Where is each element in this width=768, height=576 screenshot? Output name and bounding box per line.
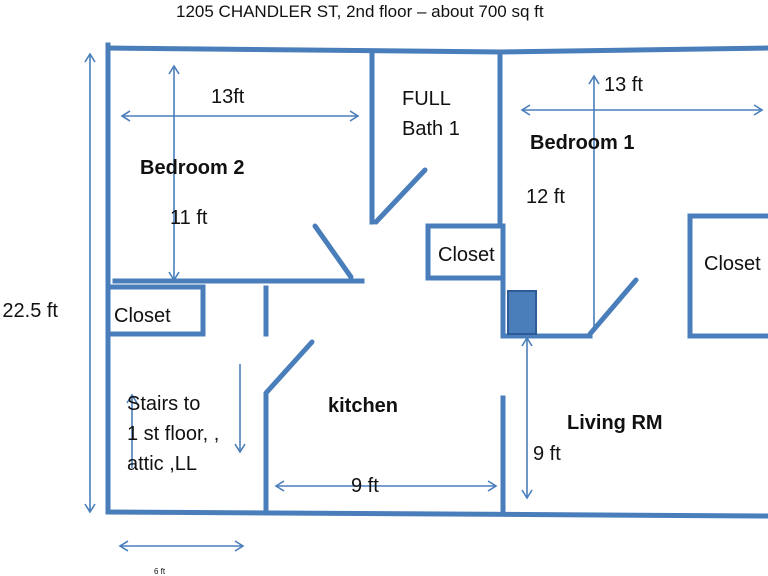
label-stairs-line1: Stairs to	[127, 393, 201, 415]
dim-living-depth: 9 ft	[533, 443, 561, 465]
label-living-room: Living RM	[567, 412, 663, 434]
door-bedroom2	[312, 223, 354, 280]
dim-overall-depth: 22.5 ft	[2, 300, 58, 322]
label-closet-right: Closet	[704, 253, 761, 275]
label-bedroom-1: Bedroom 1	[530, 132, 635, 154]
doors	[263, 167, 639, 396]
dim-bedroom2-depth: 11 ft	[170, 207, 208, 229]
dim-kitchen-width: 9 ft	[351, 475, 379, 497]
label-stairs-line3: attic ,LL	[127, 453, 198, 475]
dim-bedroom2-width: 13ft	[211, 86, 245, 108]
label-kitchen: kitchen	[328, 395, 399, 417]
wall-top-right	[497, 45, 768, 55]
label-stairs-line2: 1 st floor, ,	[127, 423, 220, 445]
label-closet-center: Closet	[438, 244, 495, 266]
dimension-arrows	[84, 52, 764, 552]
door-bedroom1	[587, 277, 639, 337]
label-bath-line2: Bath 1	[402, 118, 460, 140]
wall-top-left	[105, 45, 503, 55]
dim-bedroom1-width: 13 ft	[604, 74, 643, 96]
label-bedroom-2: Bedroom 2	[140, 157, 245, 179]
plan-title: 1205 CHANDLER ST, 2nd floor – about 700 …	[176, 2, 544, 21]
dim-bedroom1-depth: 12 ft	[526, 186, 565, 208]
walls	[105, 42, 768, 519]
label-bath-line1: FULL	[402, 88, 451, 110]
fixture-block	[507, 290, 537, 335]
label-closet-left: Closet	[114, 305, 171, 327]
door-bath	[373, 167, 428, 225]
door-kitchen	[263, 339, 315, 396]
dim-stairs-width: 6 ft	[154, 567, 166, 576]
wall-bottom	[105, 509, 768, 519]
